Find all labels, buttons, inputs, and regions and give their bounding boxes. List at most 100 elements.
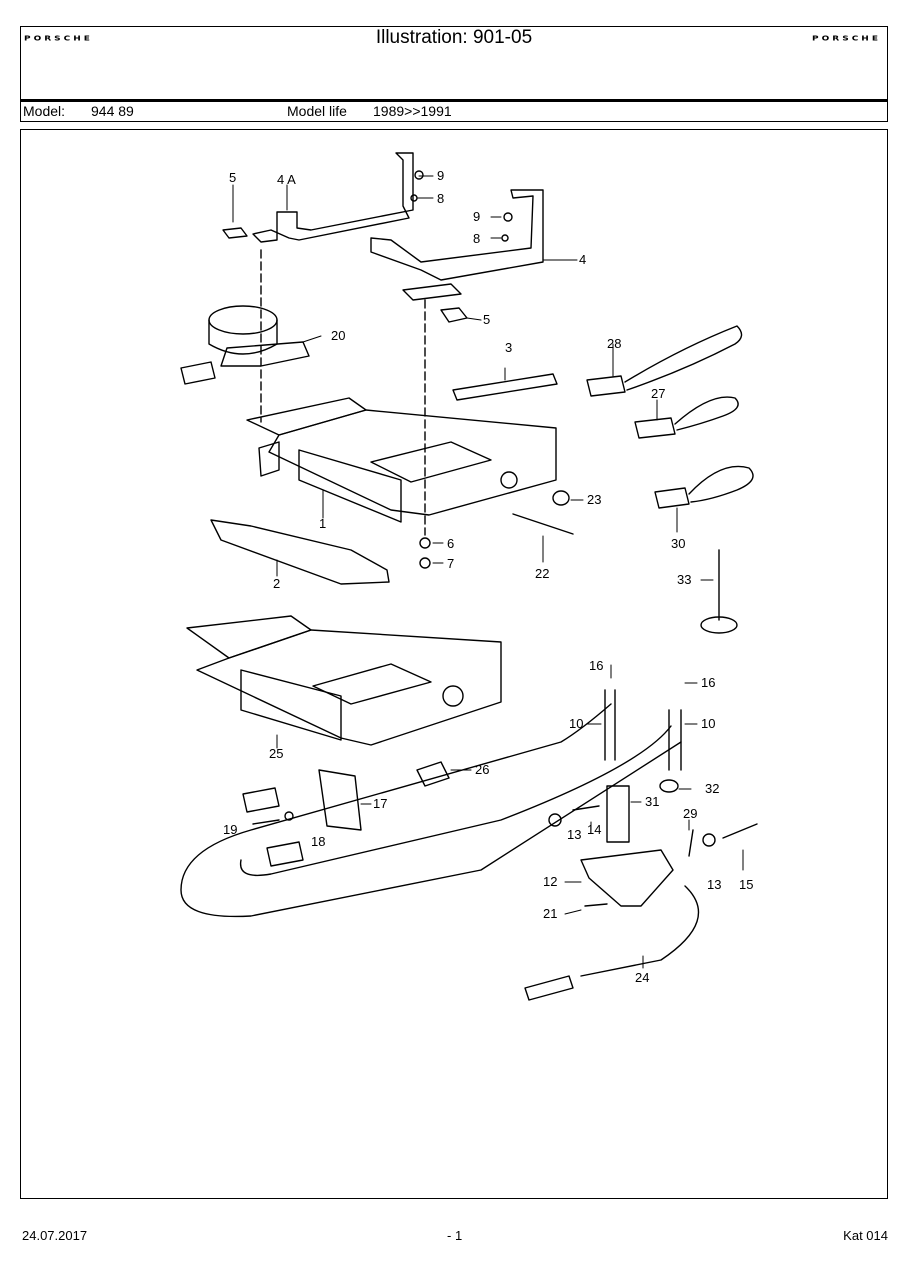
model-row: Model: 944 89 Model life 1989>>1991 <box>21 102 887 121</box>
footer-catalog: Kat 014 <box>843 1228 888 1243</box>
screw-19 <box>252 819 280 825</box>
control-unit-25-lid <box>312 663 432 705</box>
part-label: 2 <box>273 576 280 591</box>
bolt-14 <box>572 805 600 811</box>
loop-30 <box>688 465 754 503</box>
part-label: 5 <box>229 170 236 185</box>
part-label: 13 <box>567 827 581 842</box>
part-label: 8 <box>437 191 444 206</box>
footer-date: 24.07.2017 <box>22 1228 88 1243</box>
part-label: 18 <box>311 834 325 849</box>
relay-20-body <box>208 319 278 355</box>
plug-24 <box>524 975 574 1001</box>
header-box: PORSCHE Illustration: 901-05 PORSCHE Mod… <box>20 26 888 122</box>
part-label: 15 <box>739 877 753 892</box>
connector-30 <box>654 487 690 509</box>
bracket-4 <box>370 189 544 281</box>
control-unit-1-socket <box>500 471 518 489</box>
part-label: 28 <box>607 336 621 351</box>
gasket-2 <box>210 519 390 585</box>
connector-plate-17 <box>318 769 362 831</box>
part-label: 17 <box>373 796 387 811</box>
part-label: 13 <box>707 877 721 892</box>
control-unit-25-connector <box>240 669 342 741</box>
screw-8b <box>501 234 509 242</box>
part-label: 21 <box>543 906 557 921</box>
header-divider <box>21 99 887 102</box>
control-unit-1-cover <box>246 397 367 436</box>
washer-9a <box>414 170 424 180</box>
part-label: 6 <box>447 536 454 551</box>
leader-lines <box>232 175 744 969</box>
bolt-29 <box>688 829 694 857</box>
part-label: 16 <box>701 675 715 690</box>
part-label: 25 <box>269 746 283 761</box>
part-label: 9 <box>437 168 444 183</box>
part-label: 8 <box>473 231 480 246</box>
model-value: 944 89 <box>91 103 134 119</box>
control-unit-25-socket <box>442 685 464 707</box>
part-label: 33 <box>677 572 691 587</box>
part-labels: 5 4 A 9 8 9 8 4 5 20 3 28 27 1 23 6 7 22… <box>223 168 753 985</box>
part-label: 5 <box>483 312 490 327</box>
spacer-31 <box>606 785 630 843</box>
part-label: 7 <box>447 556 454 571</box>
washer-13a <box>548 813 562 827</box>
part-label: 10 <box>701 716 715 731</box>
connector-27 <box>634 417 676 439</box>
bracket-4-foot <box>402 283 462 301</box>
connector-plug-b <box>266 841 304 867</box>
parts-illustration: 5 4 A 9 8 9 8 4 5 20 3 28 27 1 23 6 7 22… <box>180 152 758 1001</box>
washer-6 <box>419 537 431 549</box>
footer-page-number: - 1 <box>447 1228 463 1243</box>
cap-23 <box>552 490 570 506</box>
nut-7 <box>419 557 431 569</box>
part-label: 22 <box>535 566 549 581</box>
loop-27 <box>674 396 739 431</box>
bracket-4a <box>252 152 414 243</box>
part-label: 30 <box>671 536 685 551</box>
brand-logo-right: PORSCHE <box>812 35 881 43</box>
exploded-parts-drawing: 5 4 A 9 8 9 8 4 5 20 3 28 27 1 23 6 7 22… <box>20 129 888 1199</box>
part-label: 3 <box>505 340 512 355</box>
part-label: 10 <box>569 716 583 731</box>
control-unit-1-body <box>268 409 557 516</box>
part-label: 12 <box>543 874 557 889</box>
part-label: 1 <box>319 516 326 531</box>
model-label: Model: <box>23 103 66 119</box>
part-label: 29 <box>683 806 697 821</box>
part-label: 26 <box>475 762 489 777</box>
clip-5-upper <box>222 227 248 239</box>
part-label: 14 <box>587 822 601 837</box>
model-life-label: Model life <box>287 103 347 119</box>
part-label: 27 <box>651 386 665 401</box>
relay-20-bracket <box>220 341 310 367</box>
clip-5-lower <box>440 307 468 323</box>
part-label: 23 <box>587 492 601 507</box>
pin-22 <box>512 513 574 535</box>
part-label: 4 A <box>277 172 296 187</box>
brand-logo-left: PORSCHE <box>24 35 93 43</box>
washer-9b <box>503 212 513 222</box>
control-unit-1-tab <box>258 441 280 477</box>
model-life-value: 1989>>1991 <box>373 103 452 119</box>
part-label: 16 <box>589 658 603 673</box>
cable-24 <box>580 885 700 977</box>
part-label: 9 <box>473 209 480 224</box>
part-label: 32 <box>705 781 719 796</box>
screw-8a <box>410 194 418 202</box>
part-label: 4 <box>579 252 586 267</box>
bracket-12 <box>580 849 674 907</box>
part-label: 20 <box>331 328 345 343</box>
bolt-15 <box>722 823 758 839</box>
part-label: 31 <box>645 794 659 809</box>
relay-20-plug <box>180 361 216 385</box>
bolt-21 <box>584 903 608 907</box>
sensor-cable-2 <box>239 725 672 877</box>
wire-28 <box>624 325 743 391</box>
relay-26 <box>416 761 450 787</box>
connector-28 <box>586 375 626 397</box>
connector-plug-a <box>242 787 280 813</box>
clip-32 <box>659 779 679 793</box>
relay-20-top <box>208 305 278 335</box>
